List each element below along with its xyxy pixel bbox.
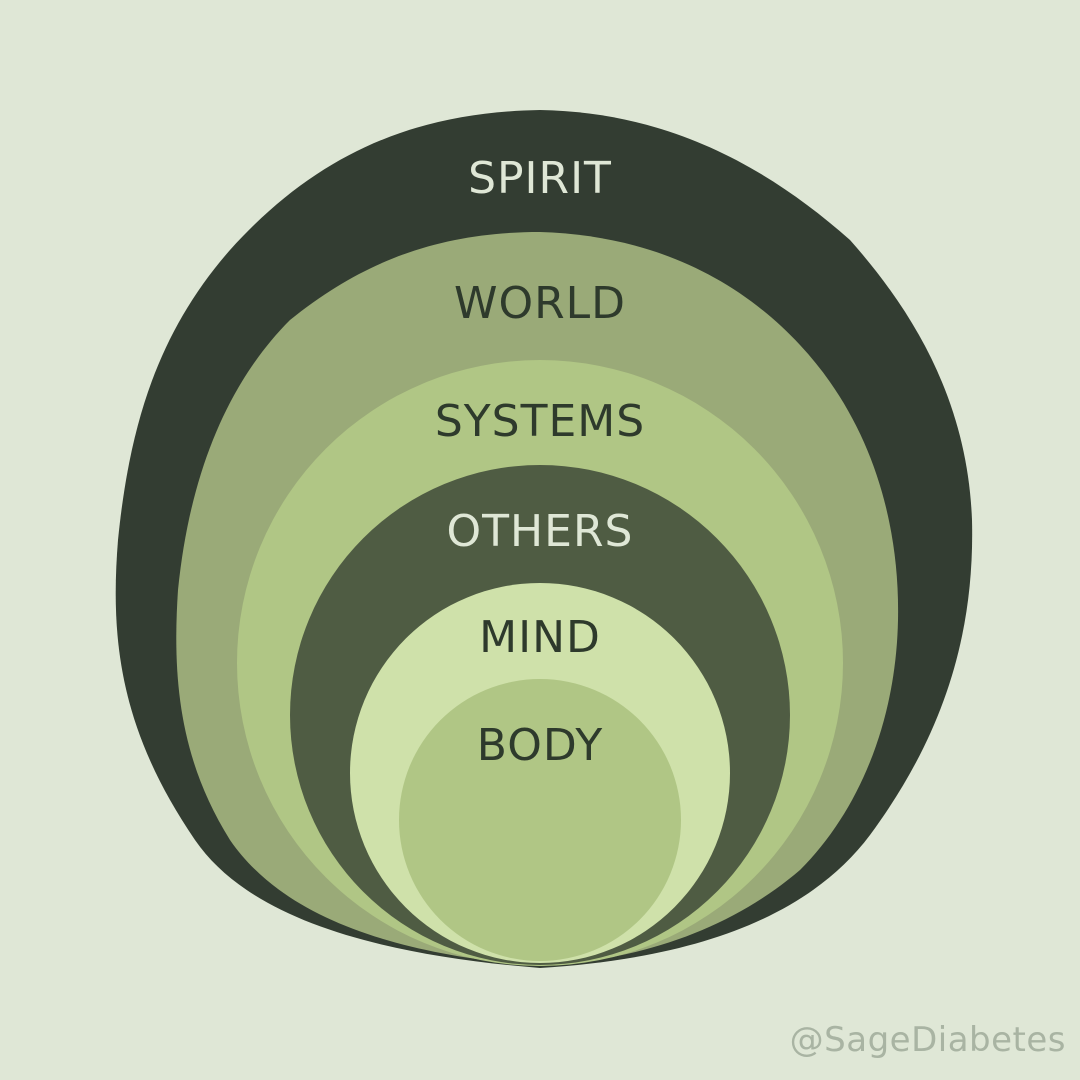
layer-body-label: BODY — [477, 720, 603, 771]
layer-others-label: OTHERS — [447, 506, 634, 557]
layer-body-shape — [399, 679, 681, 961]
layer-world-label: WORLD — [454, 278, 626, 329]
layer-systems-label: SYSTEMS — [435, 396, 645, 447]
social-handle: @SageDiabetes — [789, 1020, 1066, 1060]
layer-mind-label: MIND — [479, 612, 601, 663]
layer-spirit-label: SPIRIT — [468, 153, 612, 204]
